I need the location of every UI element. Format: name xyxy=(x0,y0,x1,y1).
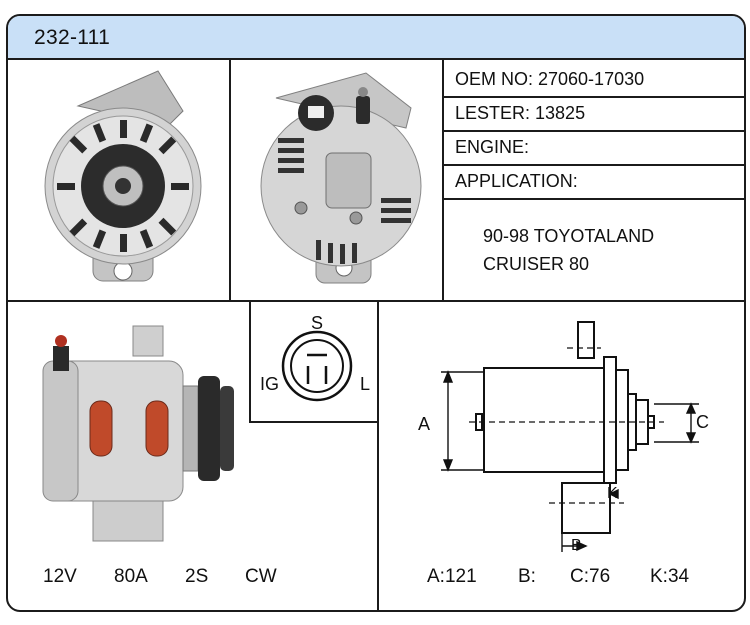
spec-voltage: 12V xyxy=(43,566,77,587)
spec-sheet: 232-111 OEM NO: 27060-17030 LESTER: 1382… xyxy=(6,14,746,612)
spec-dimension-c: C:76 xyxy=(570,566,611,587)
divider-info-1 xyxy=(442,96,744,98)
alternator-rear-photo xyxy=(260,72,422,284)
divider-photo-1 xyxy=(229,60,231,301)
connector-diagram xyxy=(281,330,353,402)
divider-drawing-left xyxy=(377,300,379,610)
application-label: APPLICATION: xyxy=(455,171,578,191)
divider-connector-bottom xyxy=(249,421,379,423)
application-line-1: 90-98 TOYOTALAND xyxy=(483,226,655,246)
dimension-b-label: B xyxy=(571,537,582,554)
application-line-2: CRUISER 80 xyxy=(483,254,590,274)
oem-number: OEM NO: 27060-17030 xyxy=(455,69,645,89)
terminal-l-label: L xyxy=(360,374,371,394)
terminal-ig-label: IG xyxy=(260,374,280,394)
engine-label: ENGINE: xyxy=(455,137,530,157)
spec-dimension-b: B: xyxy=(518,566,536,587)
spec-dimension-a: A:121 xyxy=(427,566,477,587)
part-number: 232-111 xyxy=(34,26,111,49)
spec-rotation: CW xyxy=(245,566,277,587)
spec-pulley: 2S xyxy=(185,566,209,587)
dimension-drawing xyxy=(441,321,699,552)
dimension-k-label: K xyxy=(607,485,618,502)
dimension-a-label: A xyxy=(418,414,431,434)
spec-amperage: 80A xyxy=(114,566,148,587)
header-bar: 232-111 xyxy=(8,16,744,60)
divider-info-4 xyxy=(442,198,744,200)
divider-info-3 xyxy=(442,164,744,166)
alternator-side-photo xyxy=(42,325,234,542)
lester-number: LESTER: 13825 xyxy=(455,103,586,123)
spec-dimension-k: K:34 xyxy=(650,566,690,587)
divider-photo-2 xyxy=(442,60,444,301)
divider-mid-horizontal xyxy=(8,300,744,302)
terminal-s-label: S xyxy=(311,313,324,333)
divider-connector-left xyxy=(249,300,251,423)
alternator-front-photo xyxy=(44,70,202,282)
dimension-c-label: C xyxy=(696,412,709,432)
divider-info-2 xyxy=(442,130,744,132)
